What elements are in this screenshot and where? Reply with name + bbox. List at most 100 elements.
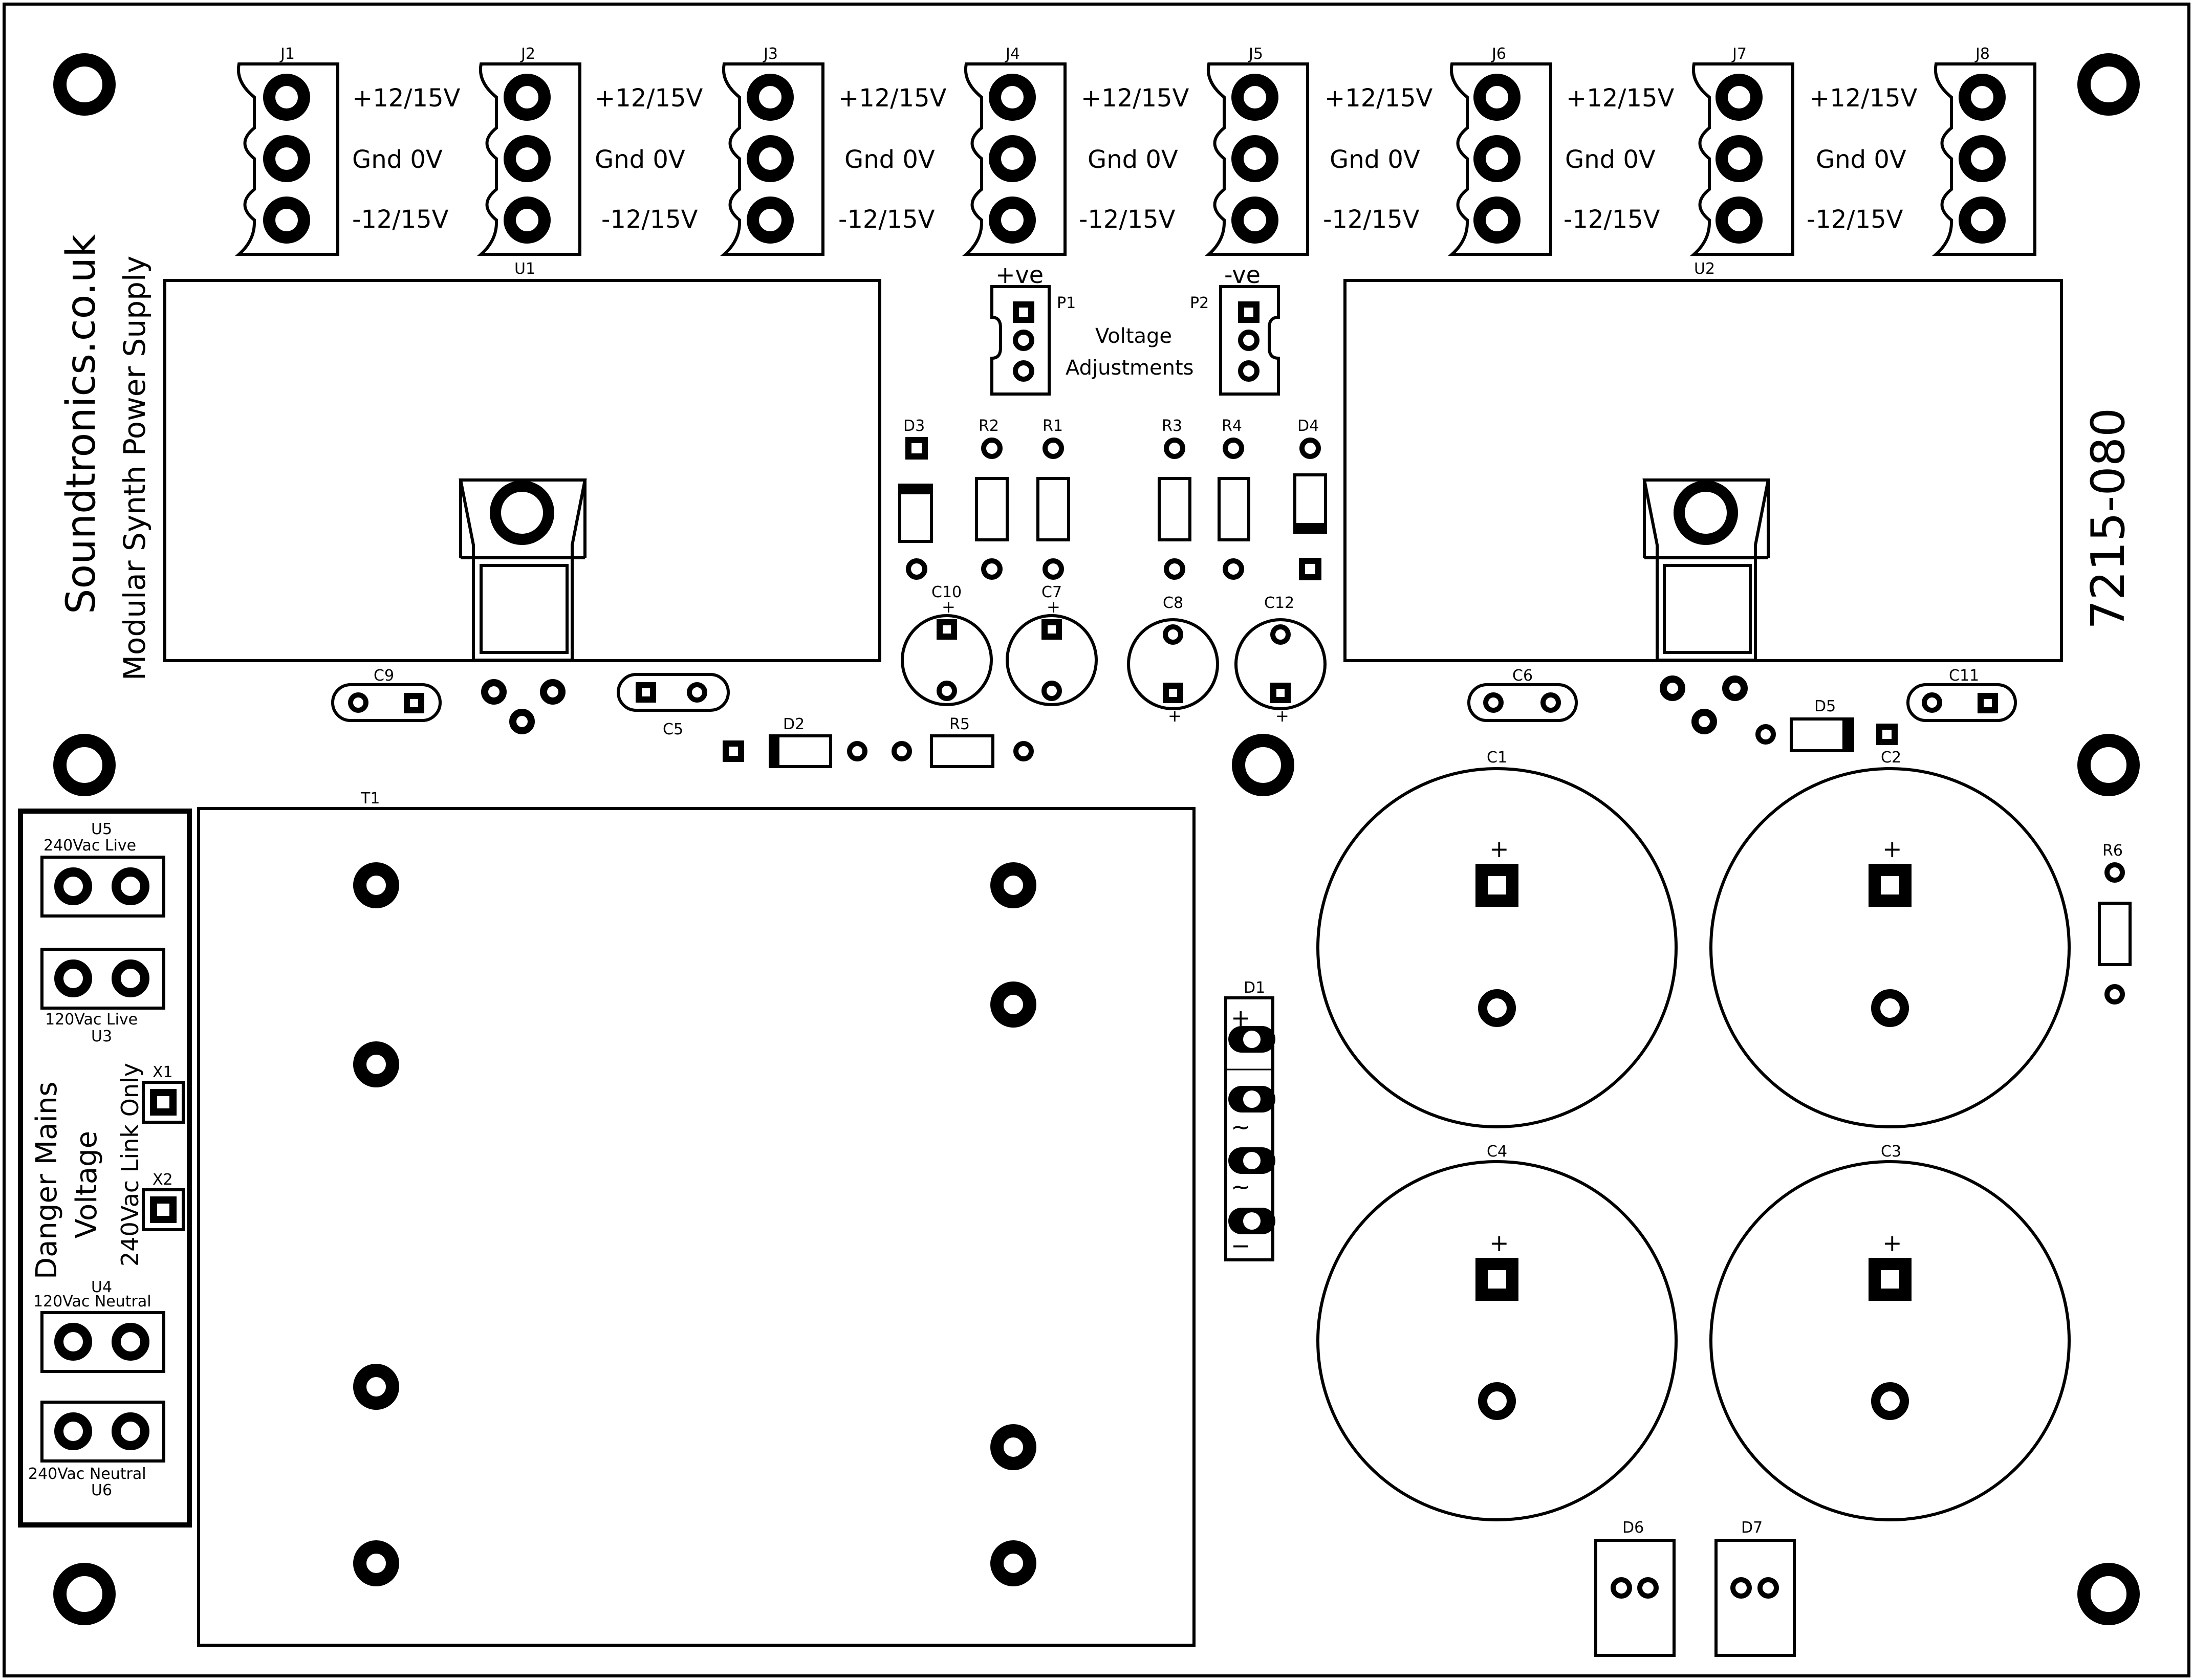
mounting-hole [53,53,116,116]
ref-d7: D7 [1741,1519,1763,1537]
mains-section: U5 240Vac Live 120Vac Live U3 Danger Mai… [18,809,192,1528]
ref-j3: J3 [763,45,778,63]
pad [1978,693,1998,713]
pad [1755,724,1776,745]
pad [1231,197,1278,244]
diode-body [1594,1539,1676,1657]
pad [1475,1258,1518,1301]
pad [1540,692,1561,713]
pot-p1: +ve P1 [990,261,1076,396]
terminal-u4 [40,1311,165,1373]
resistor-r3: R3 [1158,417,1191,580]
connector-body [1690,62,1794,256]
ref-c8: C8 [1163,594,1183,612]
pad [1716,197,1763,244]
polarity-mark: − [1231,1232,1251,1259]
polarity-mark: + [1275,706,1289,726]
pad [989,197,1036,244]
to220-hole [490,481,554,545]
u3-label: 120Vac Live [45,1011,138,1029]
mounting-hole [53,1563,116,1625]
ref-j7: J7 [1731,45,1747,63]
pad [747,197,794,244]
pad [989,74,1036,121]
pad [1959,197,2006,244]
ref-c2: C2 [1881,749,1901,767]
pad [150,1196,177,1223]
pad [404,693,424,713]
voltage-adjust-caption: Voltage [1095,324,1172,348]
mounting-hole [2077,53,2140,116]
pad [1223,558,1244,580]
ref-r5: R5 [949,715,970,733]
pad [1660,675,1685,701]
u5-label: 240Vac Live [44,837,136,855]
capacitor-c3: C3 + [1709,1143,2071,1521]
pin-label: -12/15V [1323,205,1420,234]
pad [747,74,794,121]
connector-j6: J6 +12/15V Gnd 0V -12/15V [1448,45,1675,256]
capacitor-c11: C11 [1906,667,2017,722]
pin-label: Gnd 0V [844,145,935,174]
ref-u4: U4 [91,1278,112,1296]
pot-polarity: -ve [1224,261,1261,289]
ref-j4: J4 [1005,45,1020,63]
board-subtitle: Modular Synth Power Supply [117,256,152,681]
rectifier-body [1224,996,1274,1261]
mounting-hole [2077,734,2140,796]
pad [1871,989,1909,1027]
resistor-r5: R5 [892,715,1034,768]
resistor-body [2098,902,2132,966]
pad [1869,1258,1912,1301]
ref-x1: X1 [153,1063,173,1081]
pad [1869,864,1912,907]
capacitor-c5: C5 [617,673,730,738]
capacitor-outline [901,614,993,706]
mounting-hole [53,734,116,796]
pad [687,682,707,703]
pad [1876,724,1898,745]
pad [1041,681,1062,701]
mounting-holes [53,53,2140,1625]
pad [1013,360,1034,382]
pad [1238,360,1260,382]
pad [263,135,310,182]
pad [2104,984,2125,1005]
danger-label: Voltage [70,1131,103,1238]
polarity-mark: + [1489,1229,1509,1257]
pin-label: +12/15V [1081,84,1189,113]
pad [1043,438,1064,459]
resistor-body [1158,477,1191,541]
mains-outline [18,809,192,1528]
connector-j4: J4 +12/15V Gnd 0V -12/15V [962,45,1189,256]
pin-label: +12/15V [1325,84,1433,113]
polarity-mark: + [942,597,956,617]
pad [1611,1577,1632,1599]
ref-c11: C11 [1949,667,1979,685]
capacitor-outline [1709,1160,2071,1521]
pin-label: -12/15V [601,205,698,234]
capacitor-c12: C12 + [1234,594,1327,726]
ref-c5: C5 [663,721,683,738]
ref-c7: C7 [1041,583,1062,601]
capacitor-c9: C9 [331,667,442,722]
pad [1922,692,1942,713]
link-x1 [142,1081,185,1124]
ref-u6: U6 [91,1481,112,1499]
pin-label: -12/15V [352,205,449,234]
pad [353,1364,399,1410]
pad [1473,74,1521,121]
capacitor-c6: C6 [1467,667,1578,722]
link-label: 240Vac Link Only [116,1063,144,1267]
capacitor-outline [1709,767,2071,1128]
pad [937,681,957,701]
pad [504,197,551,244]
capacitor-outline [1467,683,1578,722]
danger-label: Danger Mains [30,1081,63,1279]
to220-body [1663,564,1752,654]
pad [1473,197,1521,244]
pad [1716,74,1763,121]
ref-d2: D2 [783,715,805,733]
regulator-u1: U1 [163,260,881,734]
transformer-t1: T1 [197,790,1196,1647]
